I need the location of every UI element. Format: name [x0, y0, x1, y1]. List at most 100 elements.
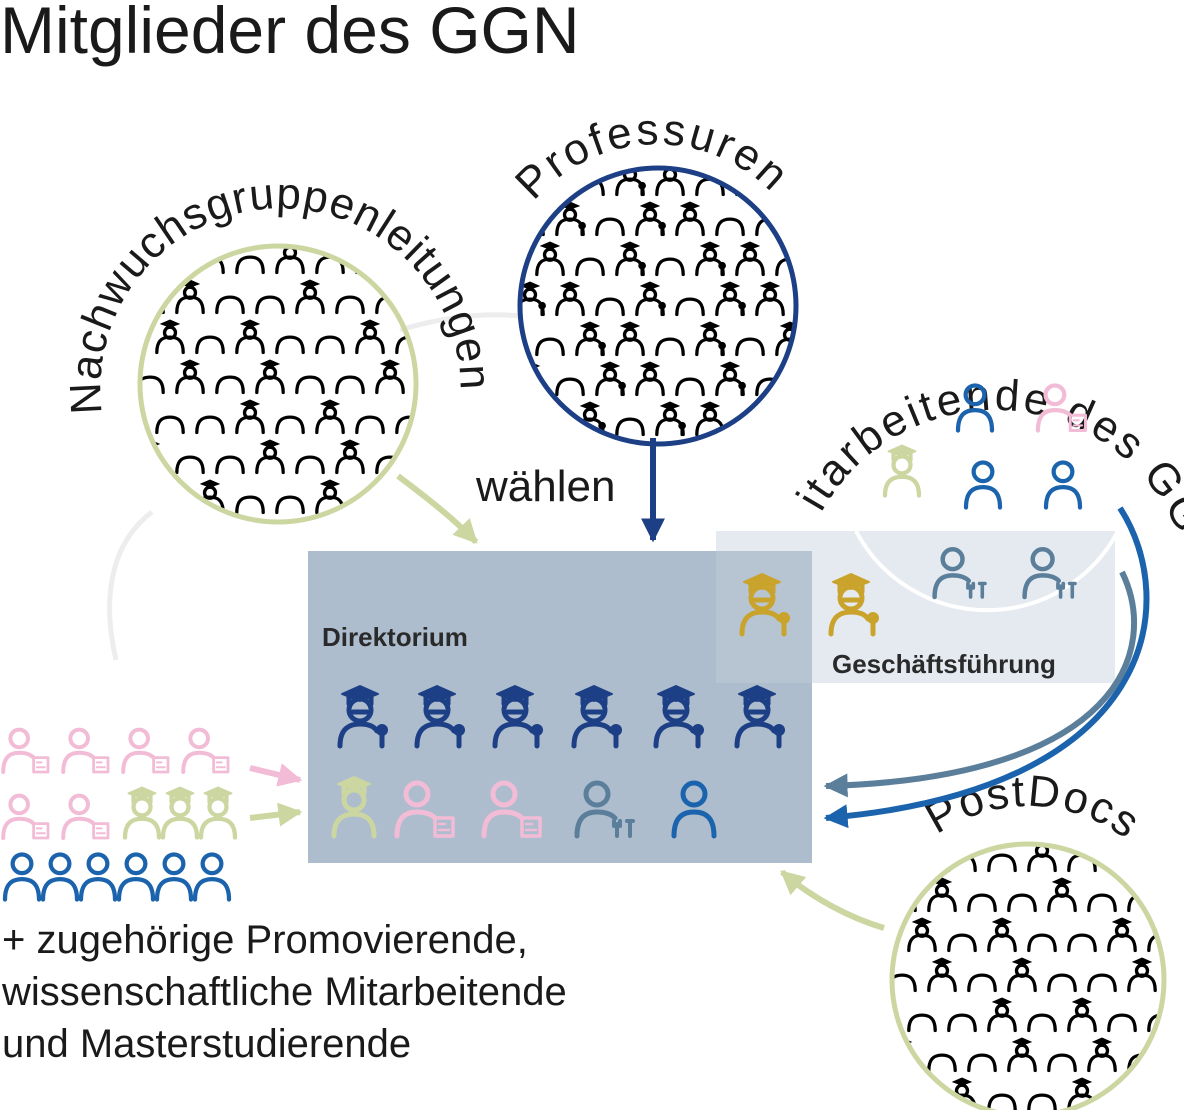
pattern-person-icon: [929, 1055, 955, 1070]
pattern-person-icon: [1069, 935, 1095, 950]
left-student-b-icon-1: [3, 796, 48, 838]
pattern-person-icon: [257, 440, 283, 472]
left-staff-icon-3: [81, 854, 115, 899]
direktorium-label: Direktorium: [322, 622, 468, 652]
pattern-person-icon: [1109, 918, 1135, 950]
pattern-person-icon: [497, 402, 523, 434]
pattern-person-icon: [117, 337, 143, 352]
footer-line-2: wissenschaftliche Mitarbeitende: [2, 966, 567, 1018]
pattern-person-icon: [1049, 975, 1075, 990]
left-staff-icon-5: [157, 854, 191, 899]
pattern-person-icon: [337, 377, 363, 392]
pattern-person-icon: [949, 1015, 975, 1030]
postdocs-arrow: [782, 872, 884, 928]
pattern-person-icon: [177, 457, 203, 472]
left-grad-icon-1: [125, 787, 159, 837]
pattern-person-icon: [1029, 1015, 1055, 1030]
pattern-person-icon: [297, 280, 323, 312]
pattern-person-icon: [97, 457, 123, 472]
professuren-circle: [520, 168, 796, 444]
footer-note: + zugehörige Promovierende, wissenschaft…: [2, 914, 567, 1070]
pattern-person-icon: [597, 219, 623, 234]
pattern-person-icon: [849, 975, 875, 990]
left-grad-icon-3: [201, 787, 235, 837]
pattern-person-icon: [1029, 1095, 1055, 1110]
pattern-person-icon: [117, 480, 143, 512]
pattern-person-icon: [1089, 975, 1115, 990]
pattern-person-icon: [717, 442, 743, 474]
left-staff-icon-2: [43, 854, 77, 899]
pattern-person-icon: [969, 1055, 995, 1070]
pattern-person-icon: [909, 918, 935, 950]
pattern-person-icon: [1029, 935, 1055, 950]
pattern-person-icon: [637, 362, 663, 394]
pattern-person-icon: [1169, 975, 1184, 990]
pattern-person-icon: [1149, 855, 1175, 870]
pattern-person-icon: [677, 379, 703, 394]
pattern-person-icon: [1049, 878, 1075, 910]
students-arrow-pink: [250, 768, 300, 780]
nachwuchs-circle: [140, 246, 416, 522]
pattern-person-icon: [357, 497, 383, 512]
pattern-person-icon: [157, 417, 183, 432]
pattern-person-icon: [237, 497, 263, 512]
pattern-person-icon: [277, 417, 303, 432]
pattern-person-icon: [989, 1095, 1015, 1110]
pattern-person-icon: [537, 242, 563, 274]
pattern-person-icon: [1169, 895, 1184, 910]
pattern-person-icon: [677, 299, 703, 314]
pattern-person-icon: [697, 242, 725, 274]
pattern-person-icon: [1089, 1038, 1115, 1070]
pattern-person-icon: [157, 320, 183, 352]
pattern-person-icon: [909, 1095, 935, 1110]
left-staff-icon-4: [119, 854, 153, 899]
pattern-person-icon: [297, 457, 323, 472]
pattern-person-icon: [637, 282, 665, 314]
pattern-person-icon: [217, 377, 243, 392]
pattern-person-icon: [1109, 1095, 1135, 1110]
pattern-person-icon: [237, 400, 263, 432]
pattern-person-icon: [197, 417, 223, 432]
footer-line-3: und Masterstudierende: [2, 1018, 567, 1070]
pattern-person-icon: [697, 322, 725, 354]
pattern-person-icon: [257, 360, 283, 392]
pattern-person-icon: [297, 377, 323, 392]
pattern-person-icon: [929, 958, 955, 990]
pattern-person-icon: [737, 242, 763, 274]
pattern-person-icon: [1009, 1038, 1035, 1070]
pattern-person-icon: [1089, 895, 1115, 910]
pattern-person-icon: [657, 259, 683, 274]
pattern-person-icon: [157, 497, 183, 512]
pattern-person-icon: [337, 297, 363, 312]
pattern-person-icon: [197, 337, 223, 352]
pattern-person-icon: [1149, 1078, 1175, 1110]
pattern-person-icon: [617, 419, 643, 434]
pattern-person-icon: [1109, 1015, 1135, 1030]
pattern-person-icon: [989, 998, 1015, 1030]
pattern-person-icon: [817, 242, 845, 274]
pattern-person-icon: [477, 122, 505, 154]
pattern-person-icon: [817, 322, 843, 354]
geschaeftsfuehrung-label: Geschäftsführung: [832, 649, 1056, 679]
pattern-person-icon: [617, 322, 643, 354]
pattern-person-icon: [677, 202, 703, 234]
pattern-person-icon: [869, 1078, 895, 1110]
pattern-person-icon: [557, 379, 583, 394]
pattern-person-icon: [257, 297, 283, 312]
waehlen-label: wählen: [476, 462, 615, 512]
pattern-person-icon: [1009, 958, 1035, 990]
pattern-person-icon: [817, 162, 845, 194]
pattern-person-icon: [557, 282, 583, 314]
pattern-person-icon: [869, 998, 895, 1030]
pattern-person-icon: [217, 520, 243, 552]
left-student-icon-1: [3, 730, 48, 772]
pattern-person-icon: [849, 1055, 875, 1070]
pattern-person-icon: [1129, 958, 1155, 990]
pattern-person-icon: [417, 377, 443, 392]
pattern-person-icon: [417, 520, 443, 552]
pattern-person-icon: [797, 122, 823, 154]
postdocs-label: PostDocs: [917, 766, 1149, 848]
pattern-person-icon: [869, 855, 895, 870]
pattern-person-icon: [717, 362, 745, 394]
pattern-person-icon: [277, 497, 303, 512]
